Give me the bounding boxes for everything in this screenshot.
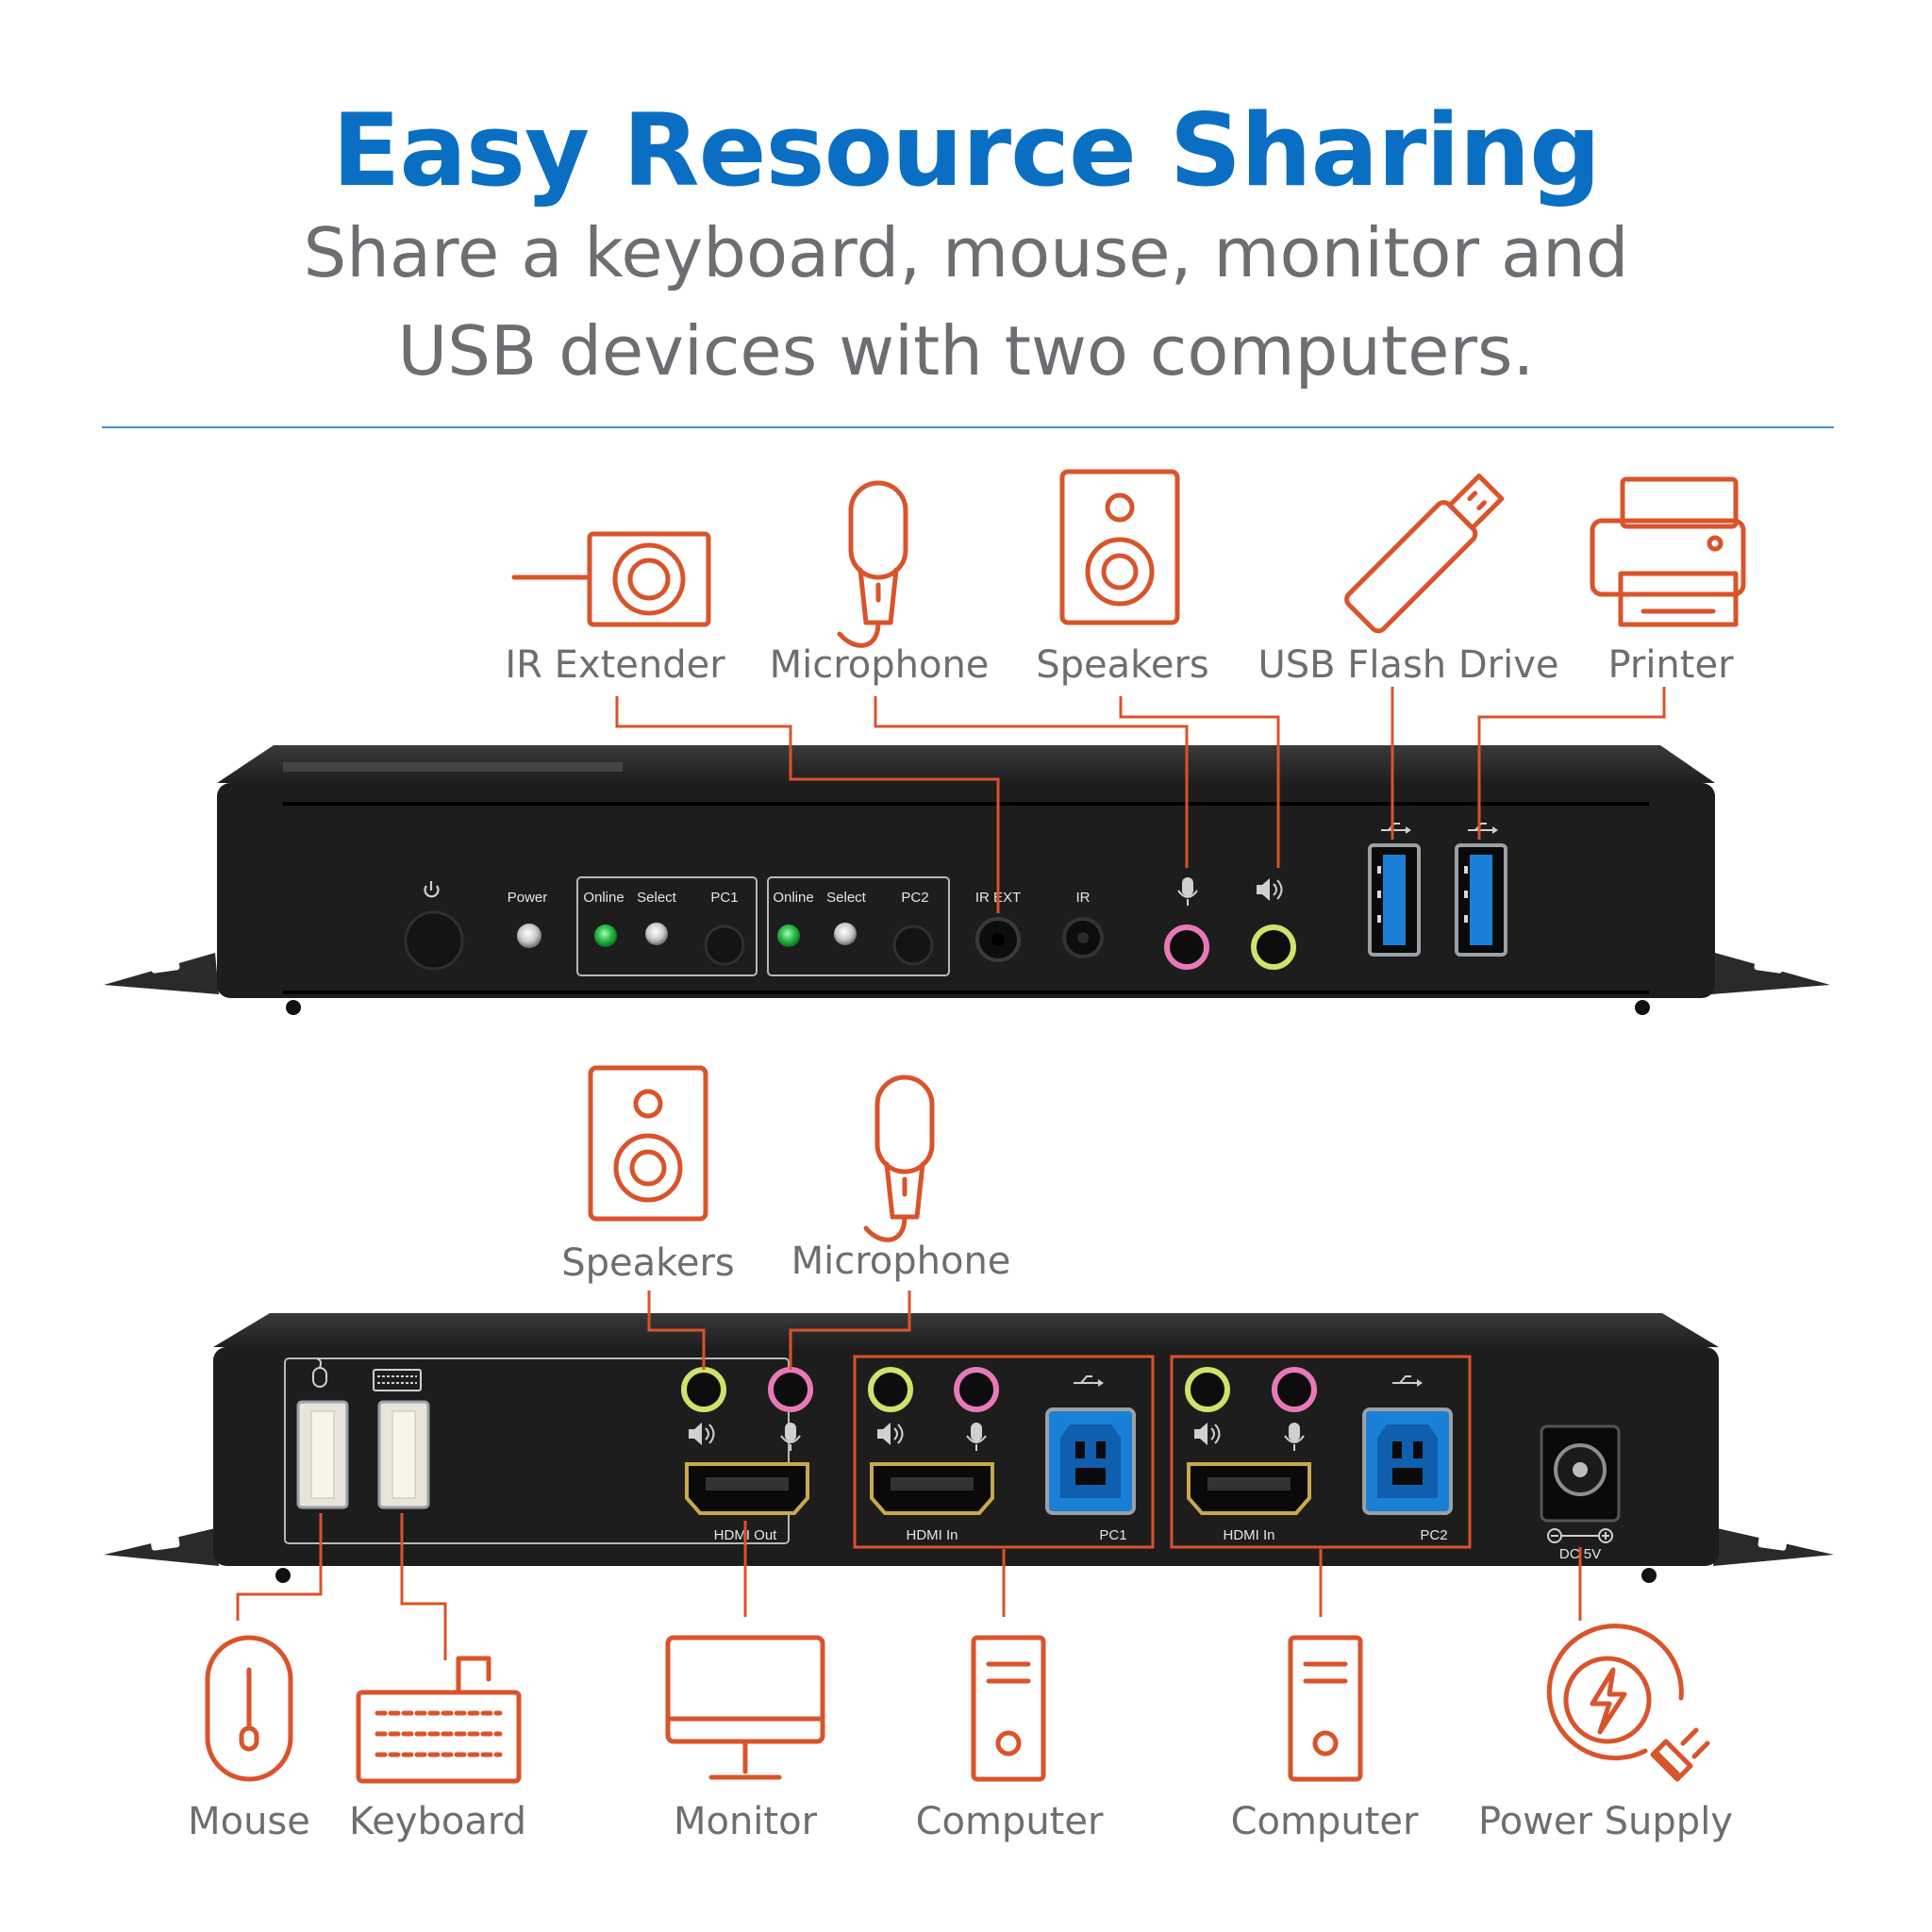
pc1-online-label: Online <box>583 890 624 906</box>
callout-power-supply: Power Supply <box>1478 1800 1733 1843</box>
ir-extender-icon <box>511 531 711 627</box>
pc1-online-led <box>594 924 617 947</box>
microphone-icon <box>837 480 908 648</box>
keyboard-icon <box>356 1656 522 1784</box>
device-top-face <box>217 745 1715 783</box>
power-plug-icon <box>1546 1624 1710 1782</box>
pc1-group-frame <box>576 876 758 976</box>
microphone-icon <box>966 1423 987 1451</box>
pc2-group-frame <box>1170 1355 1472 1549</box>
pc2-mic-jack[interactable] <box>1272 1367 1317 1412</box>
pc2-select-label: Select <box>826 890 867 906</box>
microphone-icon <box>780 1423 801 1451</box>
speaker-icon <box>588 1065 708 1222</box>
page-title: Easy Resource Sharing <box>331 92 1601 208</box>
callout-ir-extender: IR Extender <box>505 643 725 687</box>
pc1-mic-jack[interactable] <box>954 1367 999 1412</box>
callout-usb-flash-drive: USB Flash Drive <box>1257 643 1558 687</box>
callout-keyboard: Keyboard <box>349 1800 526 1843</box>
pc1-label: PC1 <box>710 890 738 906</box>
callout-mouse: Mouse <box>188 1800 310 1843</box>
speaker-icon <box>1257 878 1283 901</box>
power-button[interactable] <box>404 910 464 971</box>
microphone-icon <box>1177 877 1198 906</box>
callout-printer: Printer <box>1607 643 1734 687</box>
power-icon <box>424 881 440 898</box>
mount-ear-right <box>1711 953 1830 994</box>
computer-tower-icon <box>971 1635 1046 1782</box>
pc2-select-led <box>834 923 857 945</box>
usb-flash-drive-icon <box>1344 474 1505 634</box>
pc2-group-frame <box>767 876 950 976</box>
callout-rear-microphone: Microphone <box>791 1240 1011 1283</box>
pc1-select-led <box>645 923 668 945</box>
mount-ear-left <box>104 953 219 994</box>
device-body <box>217 783 1715 998</box>
power-label: Power <box>508 890 548 906</box>
pc2-online-led <box>777 924 800 947</box>
dc-polarity-icon <box>1547 1528 1613 1543</box>
computer-tower-icon <box>1288 1635 1363 1782</box>
callout-computer-2: Computer <box>1231 1800 1419 1843</box>
mouse-icon <box>312 1357 327 1388</box>
callout-computer-1: Computer <box>916 1800 1104 1843</box>
pc1-select-button[interactable] <box>704 924 745 966</box>
device-top-face <box>213 1313 1719 1347</box>
front-leader-lines <box>615 687 1666 913</box>
callout-speakers: Speakers <box>1036 643 1209 687</box>
pc1-group-frame <box>853 1355 1155 1549</box>
pc1-select-label: Select <box>637 890 677 906</box>
kvm-front-panel: Power Online Select PC1 Online Select PC… <box>104 745 1830 1015</box>
front-mic-jack[interactable] <box>1164 924 1209 970</box>
pc2-label: PC2 <box>901 890 928 906</box>
pc1-label: PC1 <box>1099 1527 1126 1543</box>
console-group-frame <box>284 1357 790 1544</box>
pc1-hdmi-in-label: HDMI In <box>906 1527 958 1543</box>
pc1-speaker-jack[interactable] <box>868 1367 913 1412</box>
front-speaker-jack[interactable] <box>1251 924 1296 970</box>
console-speaker-jack[interactable] <box>681 1367 726 1412</box>
mouse-icon <box>205 1635 293 1782</box>
callout-rear-speakers: Speakers <box>561 1241 735 1285</box>
keyboard-icon <box>373 1369 422 1391</box>
ir-label: IR <box>1076 890 1091 906</box>
rear-leader-lines <box>236 1291 1582 1660</box>
monitor-icon <box>665 1635 825 1780</box>
divider-rule <box>102 426 1834 428</box>
speaker-icon <box>1059 469 1180 625</box>
pc2-online-label: Online <box>773 890 813 906</box>
power-led <box>517 924 541 948</box>
pc2-label: PC2 <box>1420 1527 1447 1543</box>
microphone-icon <box>1284 1423 1305 1451</box>
usb-icon <box>1392 1375 1423 1387</box>
subtitle-line-2: USB devices with two computers. <box>397 311 1535 391</box>
pc2-select-button[interactable] <box>892 924 934 966</box>
printer-icon <box>1590 476 1746 627</box>
callout-monitor: Monitor <box>674 1800 818 1843</box>
callout-microphone: Microphone <box>770 643 990 687</box>
pc2-hdmi-in-label: HDMI In <box>1223 1527 1274 1543</box>
subtitle-line-1: Share a keyboard, mouse, monitor and <box>303 213 1629 292</box>
kvm-rear-panel: HDMI Out HDMI In <box>104 1313 1834 1583</box>
microphone-icon <box>863 1074 935 1242</box>
speaker-icon <box>877 1423 904 1445</box>
device-body <box>213 1347 1719 1566</box>
speaker-icon <box>1194 1423 1221 1445</box>
usb-icon <box>1074 1375 1104 1387</box>
pc2-speaker-jack[interactable] <box>1185 1367 1230 1412</box>
console-mic-jack[interactable] <box>768 1367 813 1412</box>
speaker-icon <box>689 1423 715 1445</box>
